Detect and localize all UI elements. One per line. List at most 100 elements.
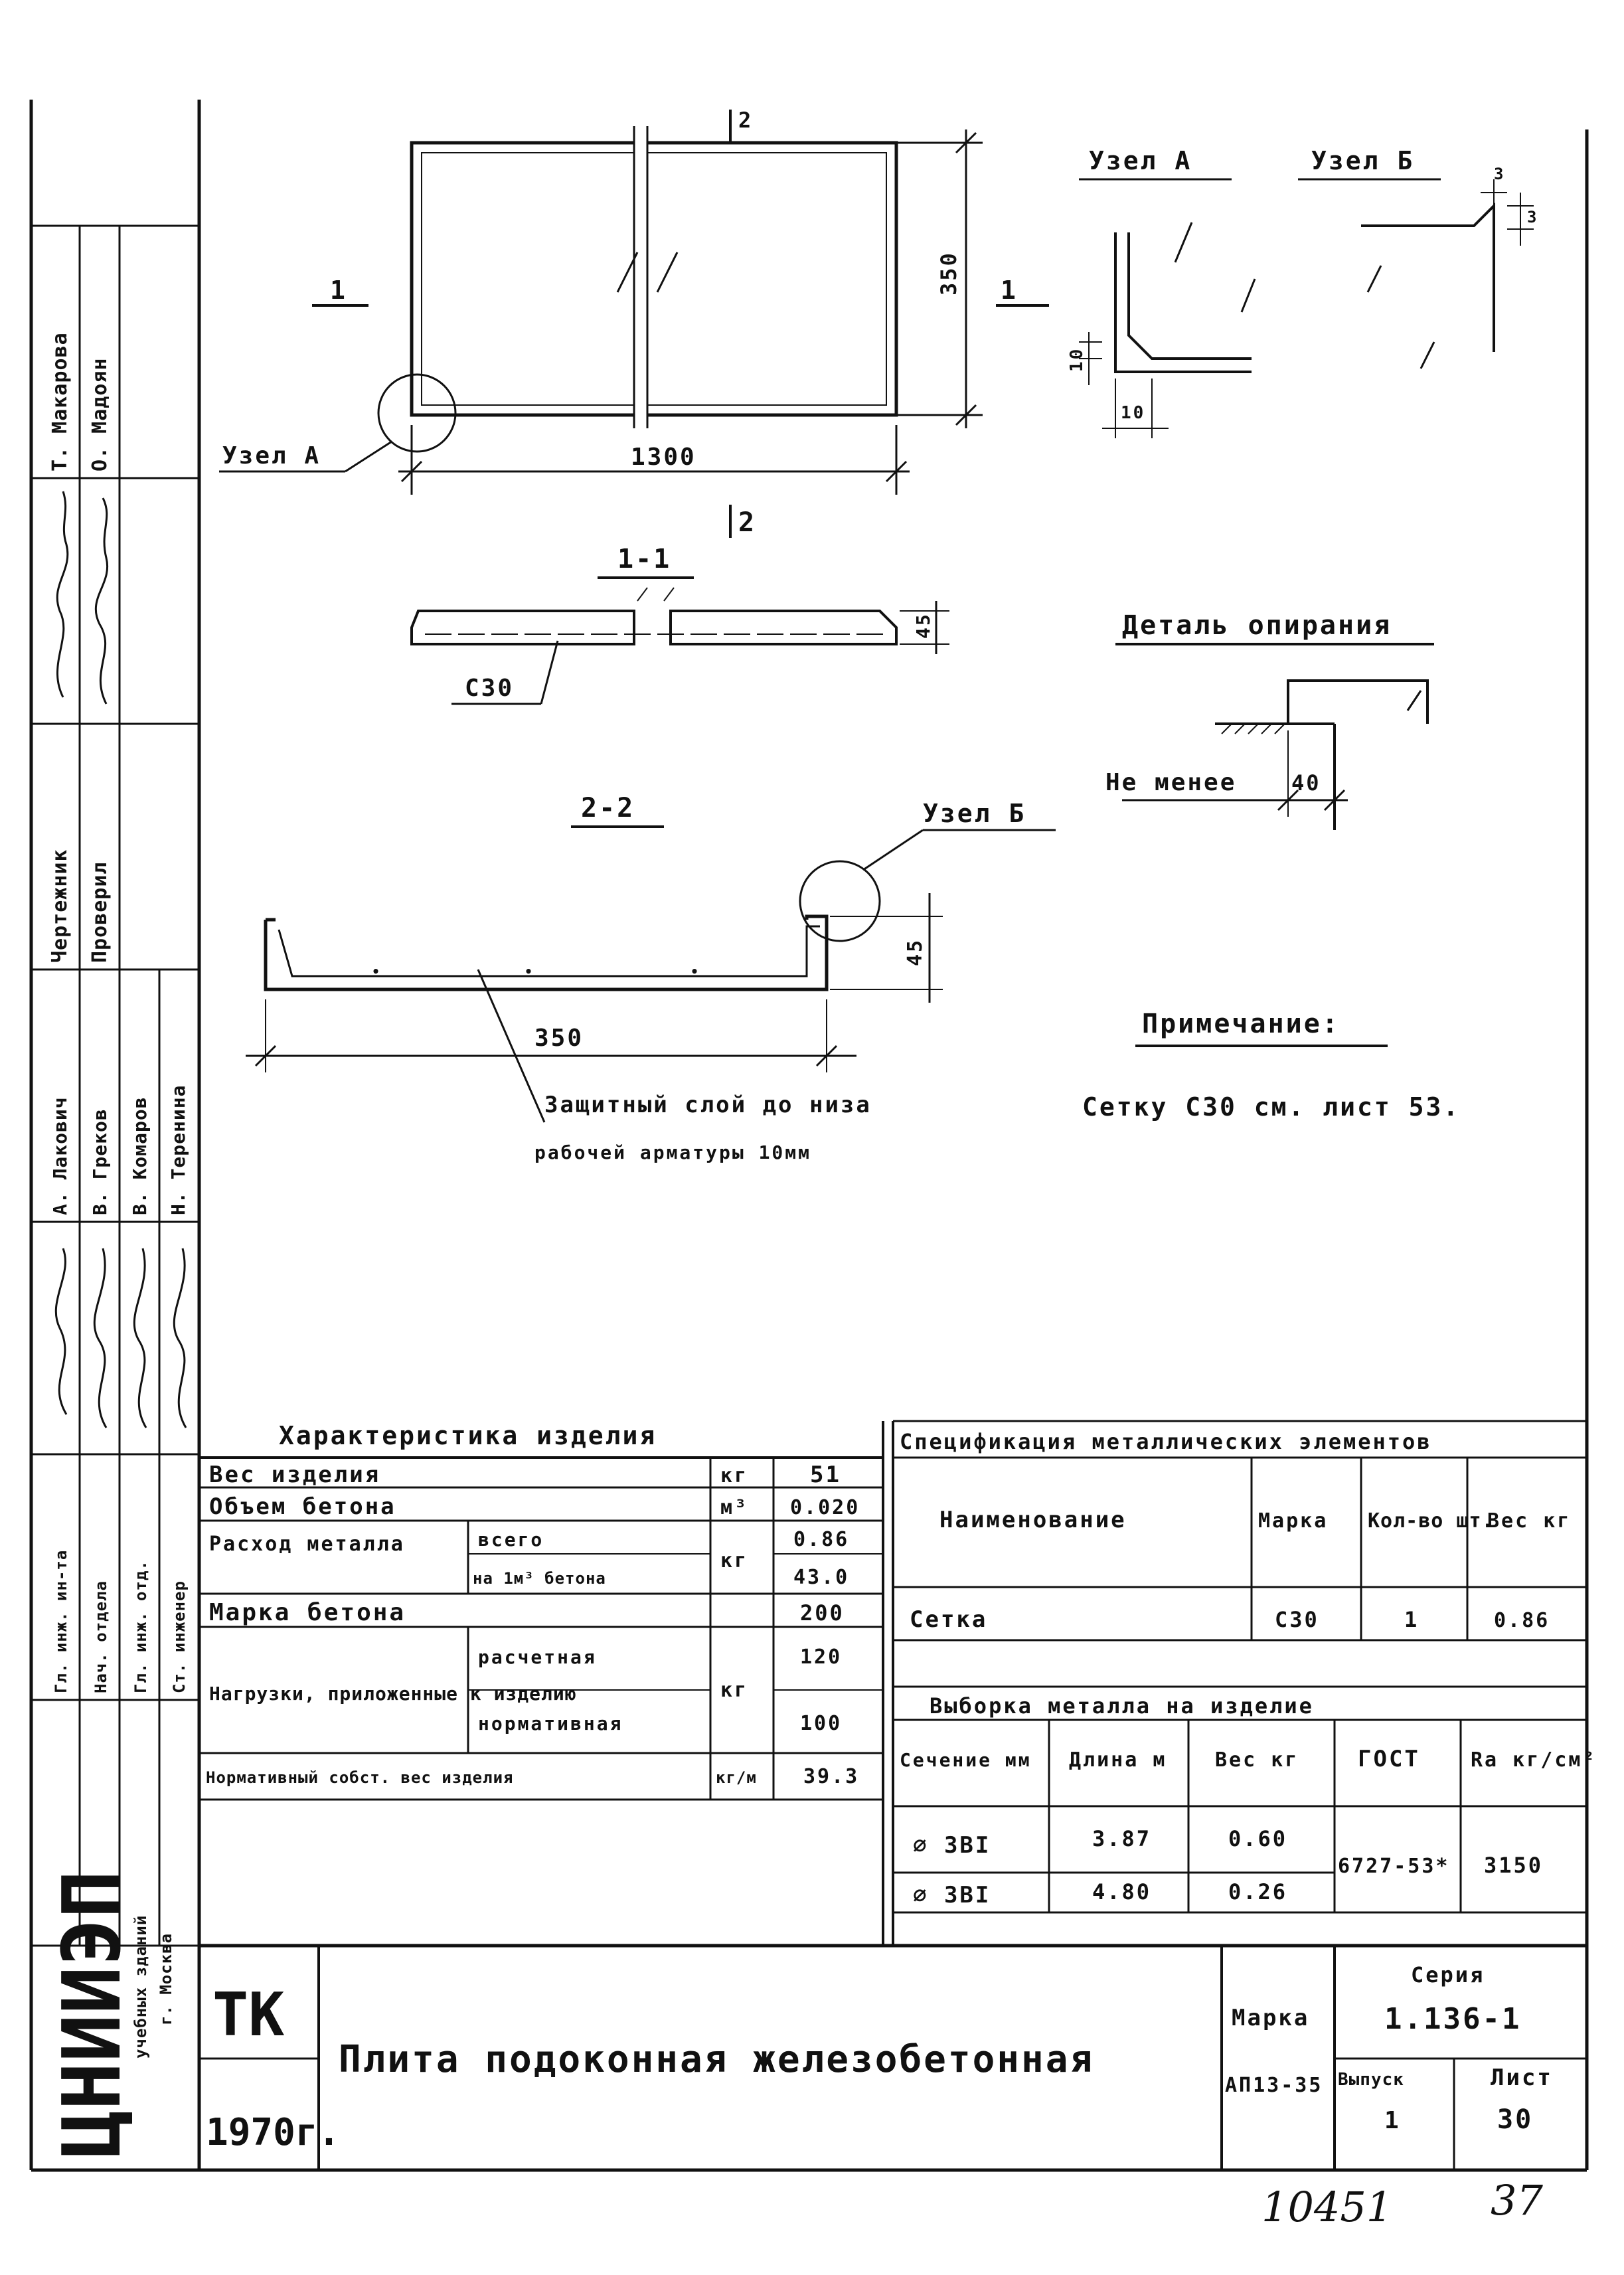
stamp-role-3: Гл. инж. отд. bbox=[131, 1560, 150, 1693]
char-row-loads-normative-sub: нормативная bbox=[478, 1713, 623, 1734]
char-row-metal-per-m3-sub: на 1м³ бетона bbox=[473, 1569, 606, 1588]
svg-text:•: • bbox=[690, 964, 700, 979]
node-a-dim-horizontal: 10 bbox=[1121, 403, 1145, 423]
stamp-name-madoyan: О. Мадоян bbox=[88, 357, 112, 471]
node-b-dim-top: 3 bbox=[1494, 165, 1505, 183]
institute-sub2: г. Москва bbox=[157, 1933, 175, 2025]
section-1-1-title: 1-1 bbox=[617, 544, 671, 574]
stamp-role-2: Нач. отдела bbox=[92, 1580, 110, 1693]
svg-text:•: • bbox=[525, 964, 534, 979]
spec-row-name: Сетка bbox=[910, 1606, 987, 1633]
plan-width-dim: 1300 bbox=[631, 444, 696, 471]
section-1-1: 1-1 45 С30 bbox=[410, 544, 949, 705]
stamp-name-4: Н. Теренина bbox=[167, 1085, 189, 1215]
metal-selection-table: Выборка металла на изделие Сечение мм Дл… bbox=[893, 1693, 1595, 1914]
spec-row-mark: С30 bbox=[1275, 1607, 1319, 1632]
note-title: Примечание: bbox=[1142, 1009, 1340, 1039]
char-row-metal-value: 0.86 bbox=[793, 1528, 849, 1551]
metal-selection-title: Выборка металла на изделие bbox=[930, 1693, 1314, 1719]
stamp-name-1: А. Лакович bbox=[49, 1096, 71, 1215]
char-row-concrete-value: 200 bbox=[800, 1600, 845, 1626]
metal-gost-value: 6727-53* bbox=[1338, 1855, 1450, 1878]
metal-header-length: Длина м bbox=[1069, 1748, 1167, 1772]
svg-text:•: • bbox=[372, 964, 382, 979]
node-a-callout: Узел А bbox=[222, 442, 321, 469]
title-product-name: Плита подоконная железобетонная bbox=[339, 2038, 1094, 2081]
footer: 10451 37 bbox=[1261, 2176, 1543, 2231]
metal-header-gost: ГОСТ bbox=[1358, 1746, 1420, 1772]
char-row-selfweight-unit: кг/м bbox=[716, 1768, 757, 1787]
specification-title: Спецификация металлических элементов bbox=[900, 1429, 1432, 1454]
node-a-detail: Узел А 10 10 bbox=[1067, 146, 1256, 438]
section-mark-2-bottom: 2 bbox=[738, 507, 756, 538]
note-block: Примечание: Сетку С30 см. лист 53. bbox=[1082, 1009, 1460, 1122]
metal-header-section-1: Сечение мм bbox=[900, 1749, 1032, 1771]
node-a-title: Узел А bbox=[1089, 146, 1192, 175]
metal-ra-value: 3150 bbox=[1484, 1853, 1543, 1878]
stamp-name-3: В. Комаров bbox=[129, 1096, 151, 1215]
section-mark-1-left: 1 bbox=[330, 276, 347, 305]
char-row-volume-label: Объем бетона bbox=[209, 1493, 396, 1520]
institute-sub1: учебных зданий bbox=[131, 1915, 150, 2059]
side-stamp: Т. Макарова О. Мадоян Чертежник Проверил… bbox=[46, 332, 189, 2158]
metal-row2-weight: 0.26 bbox=[1228, 1879, 1287, 1904]
section-mark-1-right: 1 bbox=[1001, 276, 1018, 305]
title-series-value: 1.136-1 bbox=[1384, 2002, 1521, 2036]
char-row-loads-design-sub: расчетная bbox=[478, 1646, 597, 1668]
page-number: 37 bbox=[1491, 2176, 1543, 2225]
title-mark-label: Марка bbox=[1232, 2005, 1309, 2031]
support-detail-dim: 40 bbox=[1291, 770, 1321, 796]
char-row-weight-unit: кг bbox=[720, 1464, 748, 1487]
inventory-number: 10451 bbox=[1261, 2183, 1392, 2231]
plan-view: 2 2 1 1 1300 350 Узел А bbox=[219, 108, 1049, 538]
section-2-2-node-b-callout: Узел Б bbox=[923, 799, 1026, 828]
char-row-metal-per-m3-value: 43.0 bbox=[793, 1566, 849, 1589]
plan-height-dim: 350 bbox=[936, 251, 961, 295]
char-row-volume-unit: м³ bbox=[720, 1496, 748, 1519]
support-detail-title: Деталь опирания bbox=[1122, 610, 1392, 641]
title-sheet-value: 30 bbox=[1497, 2104, 1533, 2135]
node-b-dim-right: 3 bbox=[1527, 208, 1538, 226]
node-b-title: Узел Б bbox=[1311, 146, 1414, 175]
note-text: Сетку С30 см. лист 53. bbox=[1082, 1092, 1460, 1122]
char-row-weight-label: Вес изделия bbox=[209, 1462, 380, 1488]
stamp-role-4: Ст. инженер bbox=[170, 1580, 189, 1693]
char-row-loads-label: Нагрузки, приложенные к изделию bbox=[209, 1683, 577, 1705]
title-year: 1970г. bbox=[206, 2111, 340, 2154]
stamp-role-checked: Проверил bbox=[88, 862, 112, 964]
title-block: ТК 1970г. Плита подоконная железобетонна… bbox=[199, 1944, 1587, 2170]
characteristics-table: Характеристика изделия Вес изделия кг 51… bbox=[199, 1421, 884, 1946]
title-issue-label: Выпуск bbox=[1338, 2070, 1404, 2090]
metal-row1-weight: 0.60 bbox=[1228, 1826, 1287, 1851]
title-sheet-label: Лист bbox=[1491, 2064, 1553, 2091]
stamp-name-2: В. Греков bbox=[89, 1108, 111, 1215]
section-1-1-mesh-label: С30 bbox=[465, 675, 514, 702]
metal-row1-length: 3.87 bbox=[1092, 1826, 1151, 1851]
char-row-metal-label: Расход металла bbox=[209, 1533, 405, 1556]
spec-header-mark: Марка bbox=[1258, 1509, 1328, 1533]
char-row-metal-sub: всего bbox=[478, 1529, 544, 1551]
spec-header-qty: Кол-во шт. bbox=[1368, 1509, 1495, 1533]
spec-row-qty: 1 bbox=[1404, 1607, 1419, 1632]
node-a-dim-vertical: 10 bbox=[1067, 347, 1087, 372]
stamp-role-draftsman: Чертежник bbox=[48, 849, 72, 963]
section-2-2-height-dim: 45 bbox=[904, 938, 927, 966]
metal-header-weight: Вес кг bbox=[1215, 1748, 1299, 1772]
metal-row2-section: ⌀ 3ВI bbox=[913, 1882, 991, 1908]
section-mark-2-top: 2 bbox=[738, 108, 753, 133]
section-2-2-title: 2-2 bbox=[581, 793, 635, 823]
char-row-loads-unit: кг bbox=[720, 1679, 748, 1702]
spec-header-name: Наименование bbox=[939, 1507, 1127, 1533]
title-mark-value: АП13-35 bbox=[1225, 2074, 1323, 2097]
section-2-2-note-line2: рабочей арматуры 10мм bbox=[534, 1141, 811, 1163]
section-1-1-height-dim: 45 bbox=[912, 612, 934, 639]
title-series-label: Серия bbox=[1411, 1962, 1485, 1987]
char-row-metal-unit: кг bbox=[720, 1549, 748, 1572]
stamp-name-makarova: Т. Макарова bbox=[48, 332, 72, 471]
spec-header-weight: Вес кг bbox=[1487, 1509, 1571, 1533]
stamp-role-1: Гл. инж. ин-та bbox=[52, 1550, 70, 1693]
metal-row1-section: ⌀ 3ВI bbox=[913, 1832, 991, 1859]
specification-table: Спецификация металлических элементов Наи… bbox=[892, 1420, 1587, 1946]
title-code: ТК bbox=[212, 1980, 284, 2050]
